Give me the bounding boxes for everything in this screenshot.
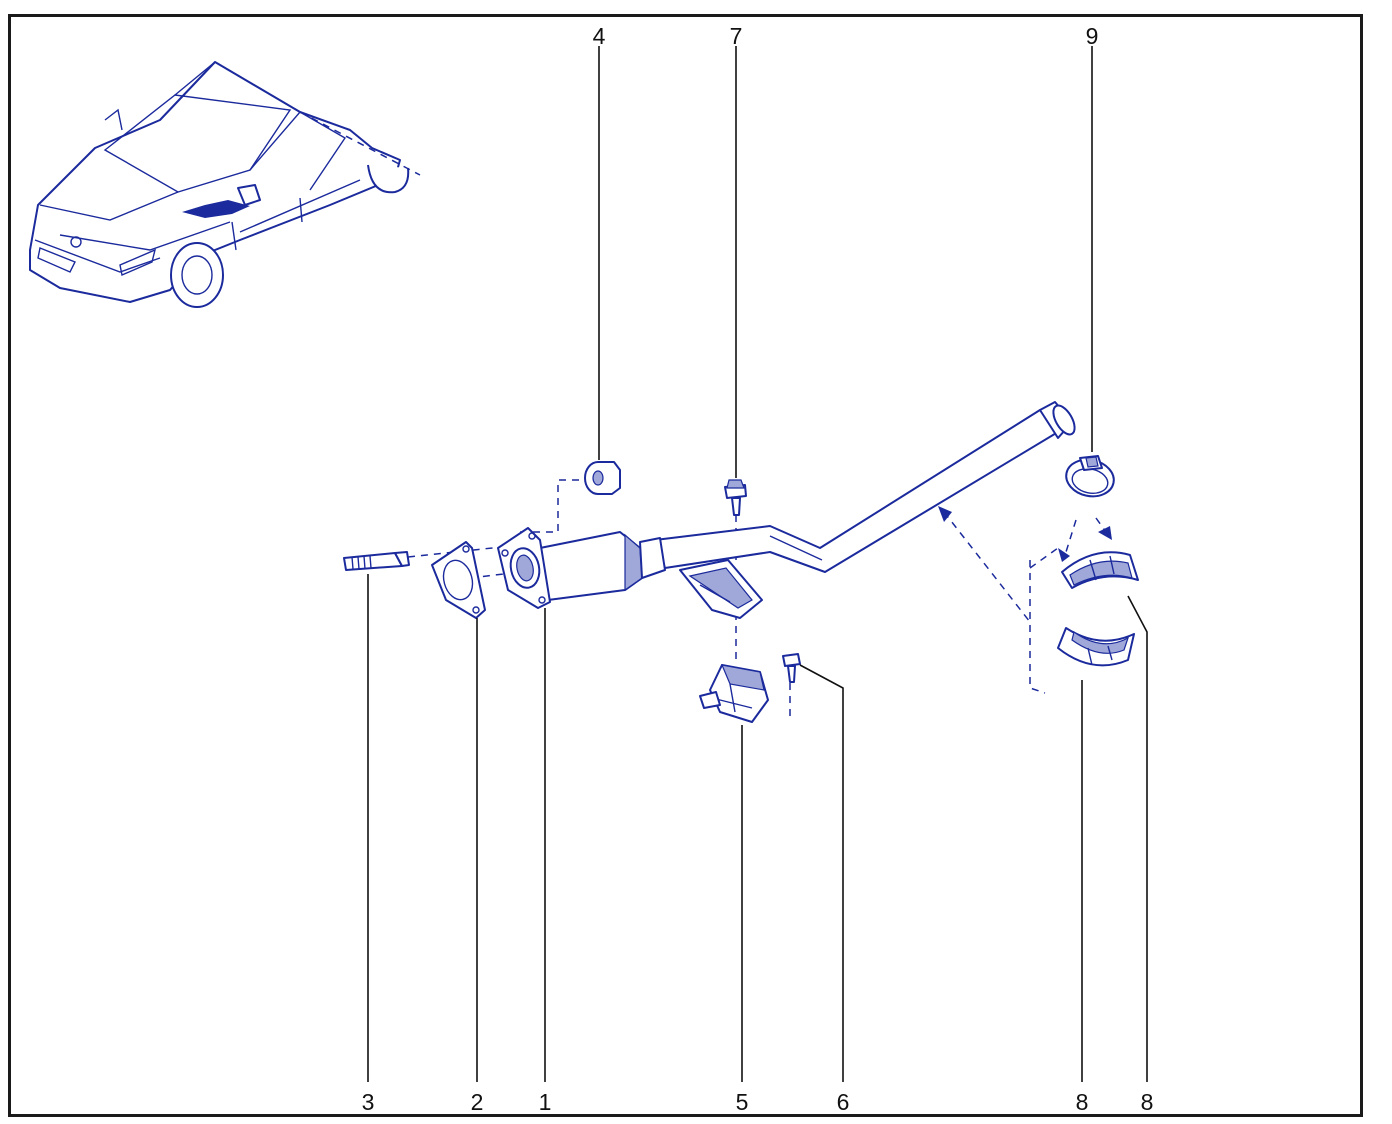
callout-4: 4 xyxy=(593,23,606,49)
callout-labels: 4 7 9 3 2 1 5 6 8 8 xyxy=(362,23,1154,1115)
car-locator-icon xyxy=(29,61,421,308)
callout-9: 9 xyxy=(1086,23,1099,49)
callout-5: 5 xyxy=(736,1089,749,1115)
rubber-mount xyxy=(699,664,769,723)
half-shell-sleeve-upper xyxy=(1061,551,1139,589)
stud xyxy=(343,551,410,571)
callout-3: 3 xyxy=(362,1089,375,1115)
callout-7: 7 xyxy=(730,23,743,49)
callout-8-upper: 8 xyxy=(1141,1089,1154,1115)
catalytic-converter-pipe xyxy=(497,401,1076,619)
half-shell-sleeve-lower xyxy=(1057,627,1135,667)
mount-screw xyxy=(782,653,801,683)
nut xyxy=(584,461,621,495)
assembly-arrows xyxy=(938,506,1112,562)
callout-8-lower: 8 xyxy=(1076,1089,1089,1115)
callout-1: 1 xyxy=(539,1089,552,1115)
flange-gasket xyxy=(431,541,486,619)
clamp-collar xyxy=(1065,455,1115,498)
leader-lines xyxy=(367,46,1148,1082)
callout-6: 6 xyxy=(837,1089,850,1115)
bracket-bolt xyxy=(724,479,747,516)
diagram-frame xyxy=(8,14,1363,1117)
callout-2: 2 xyxy=(471,1089,484,1115)
